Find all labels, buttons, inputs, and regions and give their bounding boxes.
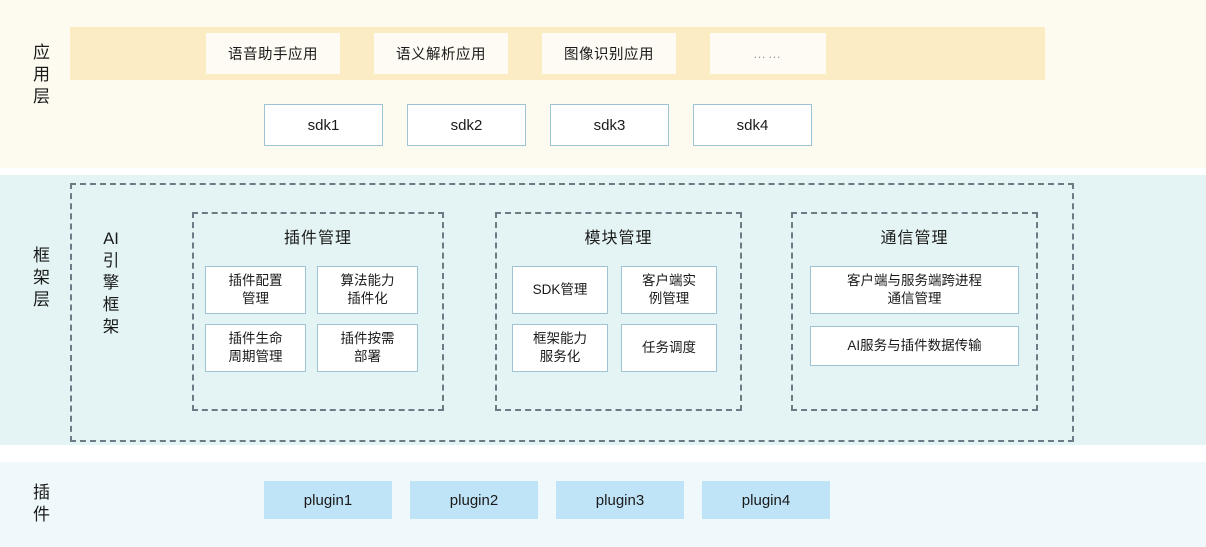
group-plugin-management: 插件管理 插件配置管理 算法能力插件化 插件生命周期管理 插件按需部署 xyxy=(192,212,444,411)
cell-ai-service-plugin-data-transfer[interactable]: AI服务与插件数据传输 xyxy=(810,326,1019,366)
application-layer-label: 应 用 层 xyxy=(22,42,62,108)
plugin-chip-2[interactable]: plugin2 xyxy=(410,481,538,519)
cell-plugin-on-demand-deployment[interactable]: 插件按需部署 xyxy=(317,324,418,372)
ai-engine-label-char-3: 框 xyxy=(102,296,120,315)
cell-algorithm-capability-pluginization[interactable]: 算法能力插件化 xyxy=(317,266,418,314)
cell-client-instance-management[interactable]: 客户端实例管理 xyxy=(621,266,717,314)
group-communication-management: 通信管理 客户端与服务端跨进程通信管理 AI服务与插件数据传输 xyxy=(791,212,1038,411)
ai-engine-label-char-0: AI xyxy=(103,230,119,248)
framework-layer-label-char-2: 层 xyxy=(33,290,51,310)
group-plugin-management-title: 插件管理 xyxy=(283,230,352,247)
cell-plugin-lifecycle-management[interactable]: 插件生命周期管理 xyxy=(205,324,306,372)
app-chip-ellipsis: …… xyxy=(710,33,826,74)
cell-sdk-management[interactable]: SDK管理 xyxy=(512,266,608,314)
group-module-management: 模块管理 SDK管理 客户端实例管理 框架能力服务化 任务调度 xyxy=(495,212,742,411)
framework-layer-label: 框 架 层 xyxy=(22,245,62,311)
application-layer-label-char-1: 用 xyxy=(33,65,51,85)
cell-task-scheduling[interactable]: 任务调度 xyxy=(621,324,717,372)
application-layer-label-char-2: 层 xyxy=(33,87,51,107)
framework-layer-label-char-1: 架 xyxy=(33,268,51,288)
sdk-box-1[interactable]: sdk1 xyxy=(264,104,383,146)
plugin-chip-4[interactable]: plugin4 xyxy=(702,481,830,519)
group-module-management-title: 模块管理 xyxy=(584,230,653,247)
cell-client-server-cross-process-communication[interactable]: 客户端与服务端跨进程通信管理 xyxy=(810,266,1019,314)
plugin-chip-3[interactable]: plugin3 xyxy=(556,481,684,519)
ai-engine-label-char-2: 擎 xyxy=(102,274,120,293)
plugin-layer-label: 插 件 xyxy=(22,482,62,526)
plugin-chip-1[interactable]: plugin1 xyxy=(264,481,392,519)
app-chip-voice-assistant[interactable]: 语音助手应用 xyxy=(206,33,340,74)
plugin-layer-label-char-0: 插 xyxy=(33,483,51,502)
ai-engine-label-char-4: 架 xyxy=(102,318,120,337)
sdk-box-3[interactable]: sdk3 xyxy=(550,104,669,146)
app-chip-semantic-parsing[interactable]: 语义解析应用 xyxy=(374,33,508,74)
framework-layer-label-char-0: 框 xyxy=(33,246,51,265)
plugin-layer-label-char-1: 件 xyxy=(33,505,51,525)
application-layer-label-char-0: 应 xyxy=(33,43,51,62)
cell-framework-capability-servitization[interactable]: 框架能力服务化 xyxy=(512,324,608,372)
app-chip-image-recognition[interactable]: 图像识别应用 xyxy=(542,33,676,74)
ai-engine-label-char-1: 引 xyxy=(102,252,120,271)
ai-engine-framework-container xyxy=(70,183,1074,442)
cell-plugin-config-management[interactable]: 插件配置管理 xyxy=(205,266,306,314)
ai-engine-framework-label: AI 引 擎 框 架 xyxy=(92,228,130,339)
sdk-box-2[interactable]: sdk2 xyxy=(407,104,526,146)
sdk-box-4[interactable]: sdk4 xyxy=(693,104,812,146)
group-communication-management-title: 通信管理 xyxy=(880,230,949,247)
